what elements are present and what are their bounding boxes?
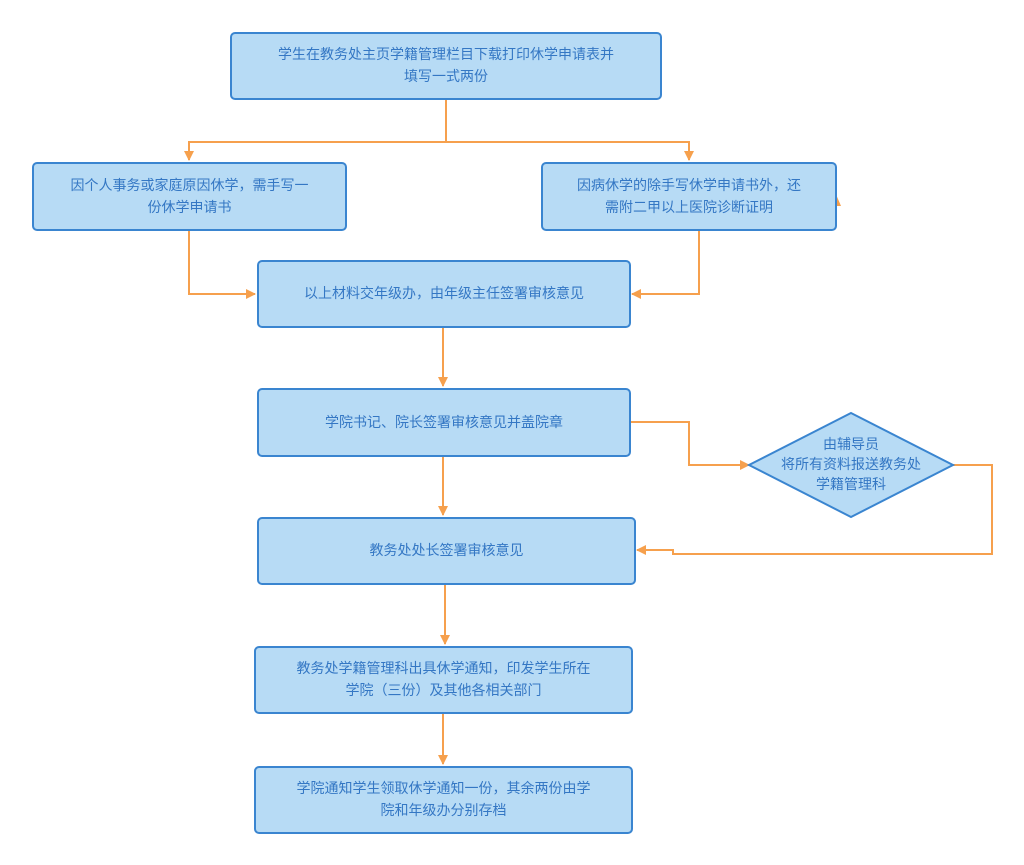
node-college-approval: 学院书记、院长签署审核意见并盖院章 bbox=[257, 388, 631, 457]
edge-illness-to-grade-office bbox=[631, 230, 700, 299]
node-personal-reason: 因个人事务或家庭原因休学，需手写一 份休学申请书 bbox=[32, 162, 347, 231]
node-text-line: 将所有资料报送教务处 bbox=[781, 457, 921, 473]
node-text-line: 因个人事务或家庭原因休学，需手写一 bbox=[70, 177, 309, 194]
node-text-line: 学院通知学生领取休学通知一份，其余两份由学 bbox=[296, 781, 591, 797]
node-counselor-text: 由辅导员 将所有资料报送教务处 学籍管理科 bbox=[761, 435, 941, 495]
decision-diamond bbox=[746, 411, 956, 519]
node-text-line: 以上材料交年级办，由年级主任签署审核意见 bbox=[304, 286, 584, 302]
edge-college-to-counselor bbox=[630, 421, 750, 470]
edge-counselor-to-academic-affairs bbox=[636, 464, 993, 555]
node-illness-reason: 因病休学的除手写休学申请书外，还 需附二甲以上医院诊断证明 bbox=[541, 162, 837, 231]
node-text-line: 需附二甲以上医院诊断证明 bbox=[605, 199, 773, 216]
node-text-line: 份休学申请书 bbox=[147, 199, 232, 216]
node-text-line: 因病休学的除手写休学申请书外，还 bbox=[577, 177, 801, 194]
node-text-line: 学生在教务处主页学籍管理栏目下载打印休学申请表并 bbox=[278, 47, 614, 63]
node-start: 学生在教务处主页学籍管理栏目下载打印休学申请表并 填写一式两份 bbox=[230, 32, 662, 100]
node-text-line: 填写一式两份 bbox=[404, 69, 488, 85]
edge-start-to-personal bbox=[184, 99, 447, 161]
node-text-line: 院和年级办分别存档 bbox=[380, 803, 507, 819]
node-registrar-notice: 教务处学籍管理科出具休学通知，印发学生所在 学院（三份）及其他各相关部门 bbox=[254, 646, 633, 714]
node-text-line: 学籍管理科 bbox=[816, 477, 886, 493]
edge-personal-to-grade-office bbox=[188, 230, 256, 299]
node-grade-office: 以上材料交年级办，由年级主任签署审核意见 bbox=[257, 260, 631, 328]
node-archive: 学院通知学生领取休学通知一份，其余两份由学 院和年级办分别存档 bbox=[254, 766, 633, 834]
edge-start-to-illness bbox=[446, 141, 694, 161]
node-text-line: 教务处处长签署审核意见 bbox=[369, 543, 524, 559]
node-text-line: 教务处学籍管理科出具休学通知，印发学生所在 bbox=[296, 661, 591, 677]
node-text-line: 学院（三份）及其他各相关部门 bbox=[345, 683, 542, 699]
node-text-line: 由辅导员 bbox=[823, 437, 879, 453]
node-text-line: 学院书记、院长签署审核意见并盖院章 bbox=[325, 414, 563, 431]
node-academic-affairs-approval: 教务处处长签署审核意见 bbox=[257, 517, 636, 585]
